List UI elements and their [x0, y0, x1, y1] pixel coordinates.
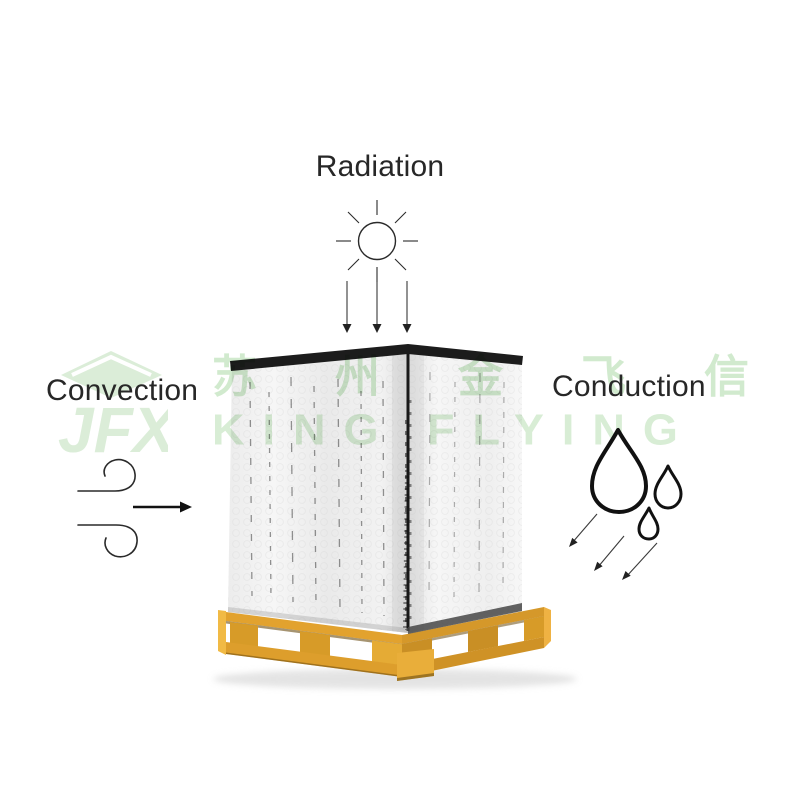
radiation-label: Radiation: [315, 150, 445, 183]
cover-top-trim: [230, 344, 523, 371]
convection-label: Convection: [46, 374, 199, 407]
cover-corner-seam: [403, 349, 412, 631]
ground-shadow: [213, 669, 577, 689]
bubble-foil-cover: [228, 344, 523, 634]
wooden-pallet: [218, 607, 551, 681]
conduction-label: Conduction: [552, 370, 706, 403]
